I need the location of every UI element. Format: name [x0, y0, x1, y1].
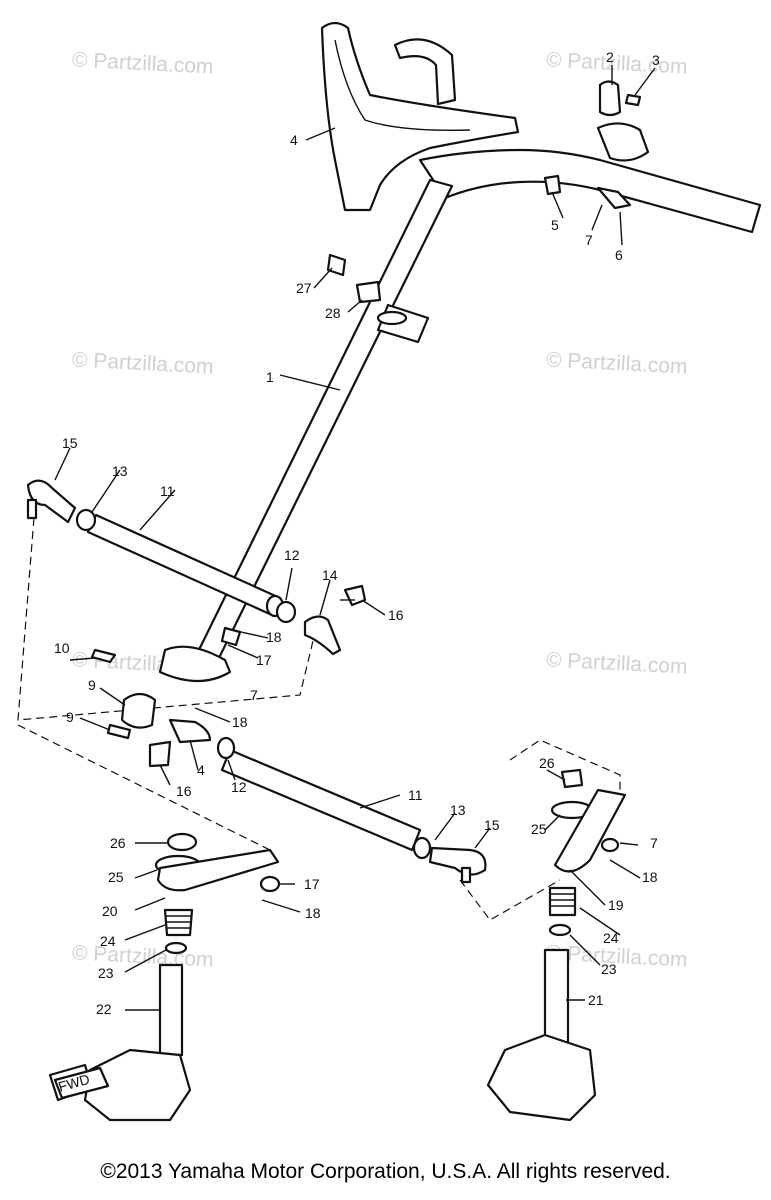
callout-28: 28 [325, 305, 341, 321]
lower-tie-rod [220, 748, 422, 852]
callout-21: 21 [588, 992, 604, 1008]
callout-9: 9 [88, 677, 96, 693]
callout-1: 1 [266, 369, 274, 385]
callout-10: 10 [54, 640, 70, 656]
callout-11: 11 [160, 483, 175, 499]
callout-25: 25 [531, 821, 547, 837]
callout-17: 17 [256, 652, 272, 668]
callout-17b: 17 [304, 876, 320, 892]
steering-parts-diagram: FWD [17, 21, 762, 1122]
joint-parts [90, 80, 642, 768]
callout-15b: 15 [484, 817, 500, 833]
callout-18: 18 [266, 629, 282, 645]
leader-lines [54, 65, 656, 1011]
callout-11b: 11 [408, 787, 423, 803]
callout-27: 27 [296, 280, 312, 296]
callout-26: 26 [539, 755, 555, 771]
callout-7c: 7 [650, 835, 658, 851]
callout-24: 24 [603, 930, 619, 946]
callout-19: 19 [608, 897, 624, 913]
callout-3: 3 [652, 52, 660, 68]
callout-7: 7 [585, 232, 593, 248]
callout-18c: 18 [642, 869, 658, 885]
callout-5: 5 [551, 217, 559, 233]
callout-4b: 4 [197, 762, 205, 778]
callout-13: 13 [112, 463, 128, 479]
callout-12: 12 [284, 547, 300, 563]
callout-9b: 9 [66, 709, 74, 725]
callout-2: 2 [606, 49, 614, 65]
callout-13b: 13 [450, 802, 466, 818]
right-knuckle-assembly [486, 768, 627, 1122]
callout-26b: 26 [110, 835, 126, 851]
callout-6: 6 [615, 247, 623, 263]
tie-rod-end-right [412, 836, 487, 884]
copyright-notice: ©2013 Yamaha Motor Corporation, U.S.A. A… [100, 1160, 671, 1183]
callout-16b: 16 [176, 783, 192, 799]
handlebar [320, 21, 762, 234]
callout-4: 4 [290, 132, 298, 148]
callout-16: 16 [388, 607, 404, 623]
tie-rod-end-left [26, 479, 97, 532]
callout-22: 22 [96, 1001, 112, 1017]
callout-7b: 7 [250, 687, 258, 703]
callout-20: 20 [102, 903, 118, 919]
steering-column [158, 178, 454, 682]
fwd-arrow: FWD [53, 1066, 110, 1100]
callout-25b: 25 [108, 869, 124, 885]
callout-14: 14 [322, 567, 338, 583]
callout-23b: 23 [98, 965, 114, 981]
callout-18b: 18 [232, 714, 248, 730]
callout-12b: 12 [231, 779, 247, 795]
callout-numbers: 4 2 3 5 7 6 27 28 1 15 13 11 12 14 16 18… [54, 49, 660, 1017]
callout-18d: 18 [305, 905, 321, 921]
callout-23: 23 [601, 961, 617, 977]
callout-24b: 24 [100, 933, 116, 949]
callout-15: 15 [62, 435, 78, 451]
assembly-guide-lines [17, 504, 621, 921]
